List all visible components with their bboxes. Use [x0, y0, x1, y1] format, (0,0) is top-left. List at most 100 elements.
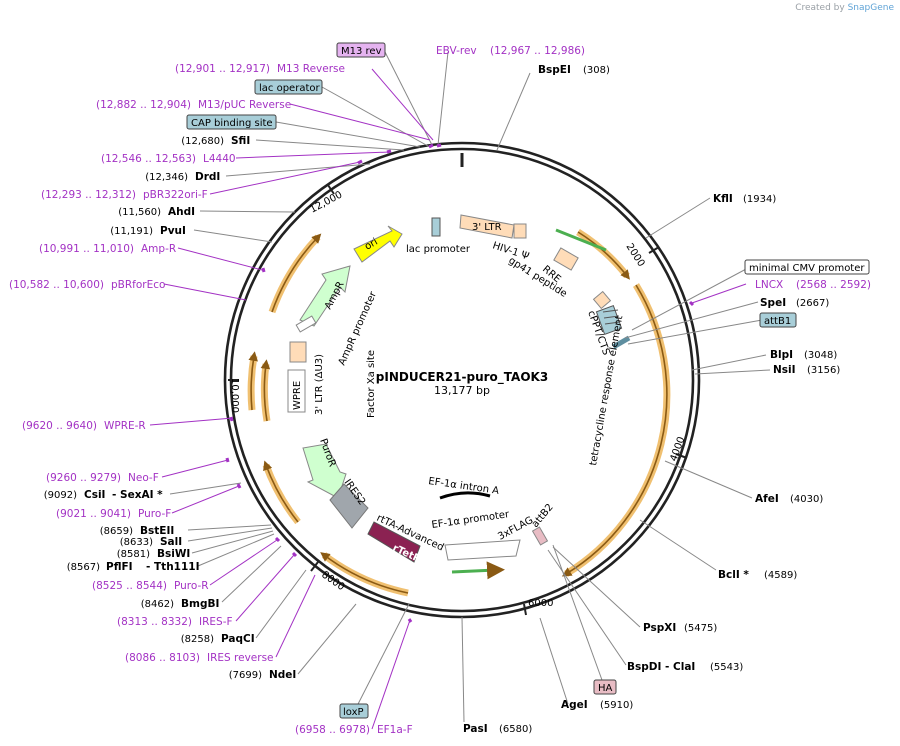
enzyme-bsteii[interactable]: BstEII	[140, 525, 174, 537]
enzyme-bmgbi[interactable]: BmgBI	[181, 598, 219, 610]
feature-green-arrow-top[interactable]	[555, 228, 607, 252]
enzyme-sali[interactable]: SalI	[160, 536, 182, 548]
feature-wpre-label: WPRE	[292, 381, 303, 410]
enzyme-bspdi[interactable]: BspDI	[627, 661, 661, 673]
primer-wpre-r-pos: (9620 .. 9640)	[22, 420, 97, 432]
box-ha[interactable]: HA	[593, 679, 617, 695]
enzyme-pflfi-pos: (8567)	[67, 562, 100, 573]
enzyme-sfii[interactable]: SfiI	[231, 135, 250, 147]
primer-ebv-rev-pos: (12,967 .. 12,986)	[490, 45, 585, 57]
box-cap-binding-site[interactable]: CAP binding site	[186, 114, 277, 130]
enzyme-bcli[interactable]: BclI *	[718, 569, 749, 581]
enzyme-bmgbi-pos: (8462)	[141, 599, 174, 610]
feature-attb2[interactable]: attB2	[530, 502, 556, 546]
feature-green-arrow-bottom[interactable]	[451, 561, 505, 580]
box-attb1-label: attB1	[764, 316, 791, 327]
primer-ires-f-pos: (8313 .. 8332)	[117, 616, 192, 628]
enzyme-bcli-pos: (4589)	[764, 570, 797, 581]
primer-m13-puc-pos: (12,882 .. 12,904)	[96, 99, 191, 111]
enzyme-pasi[interactable]: PasI	[463, 723, 488, 735]
enzyme-afei-pos: (4030)	[790, 494, 823, 505]
primer-neo-f[interactable]: Neo-F	[128, 472, 159, 484]
primer-ires-reverse-pos: (8086 .. 8103)	[125, 652, 200, 664]
plasmid-length: 13,177 bp	[434, 384, 490, 397]
enzyme-pflfi[interactable]: PflFI	[106, 561, 133, 573]
enzyme-bsiwi[interactable]: BsiWI	[157, 548, 190, 560]
feature-3ltr[interactable]: 3' LTR	[459, 214, 527, 239]
enzyme-tth111i[interactable]: - Tth111I	[146, 561, 200, 573]
enzyme-agei[interactable]: AgeI	[561, 699, 588, 711]
primer-m13-reverse[interactable]: M13 Reverse	[277, 63, 345, 75]
enzyme-spei[interactable]: SpeI	[760, 297, 786, 309]
primer-puro-f[interactable]: Puro-F	[138, 508, 171, 520]
primer-ires-f[interactable]: IRES-F	[199, 616, 233, 628]
box-m13-rev-label: M13 rev	[341, 46, 382, 57]
watermark-brand: SnapGene	[847, 3, 894, 13]
feature-lac-promoter-label: lac promoter	[406, 244, 471, 255]
box-lac-operator[interactable]: lac operator	[254, 79, 323, 95]
primer-ticks	[225, 143, 695, 623]
tick-marks	[228, 184, 688, 616]
enzyme-pspxi[interactable]: PspXI	[643, 622, 676, 634]
primer-ebv-rev[interactable]: EBV-rev	[436, 45, 477, 57]
primer-m13-puc[interactable]: M13/pUC Reverse	[198, 99, 291, 111]
feature-factor-xa-label: Factor Xa site	[366, 350, 377, 418]
enzyme-pspxi-pos: (5475)	[684, 623, 717, 634]
feature-ef1a-promoter-label: EF-1α promoter	[431, 509, 511, 531]
primer-pbrforeco[interactable]: pBRforEco	[111, 279, 165, 291]
feature-rre-box[interactable]	[553, 247, 579, 271]
enzyme-bspei-pos: (308)	[583, 65, 610, 76]
feature-ampr[interactable]: AmpR	[299, 265, 351, 327]
primer-puro-r[interactable]: Puro-R	[174, 580, 209, 592]
primer-ires-reverse[interactable]: IRES reverse	[207, 652, 274, 664]
box-loxp[interactable]: loxP	[339, 703, 369, 719]
enzyme-drdi[interactable]: DrdI	[195, 171, 220, 183]
feature-ef1a-intron[interactable]: EF-1α intron A	[428, 476, 500, 500]
primer-wpre-r[interactable]: WPRE-R	[104, 420, 146, 432]
feature-wpre[interactable]: WPRE	[287, 369, 306, 413]
feature-tre-stack[interactable]	[595, 305, 623, 335]
enzyme-bsiwi-pos: (8581)	[117, 549, 150, 560]
primer-lncx[interactable]: LNCX	[755, 279, 783, 291]
enzyme-bsteii-pos: (8659)	[100, 526, 133, 537]
primer-neo-f-pos: (9260 .. 9279)	[46, 472, 121, 484]
feature-rtetr[interactable]: rTetR	[367, 521, 423, 565]
enzyme-clai-pos: (5543)	[710, 662, 743, 673]
enzyme-nsii-pos: (3156)	[807, 365, 840, 376]
primer-labels: EBV-rev (12,967 .. 12,986) (12,901 .. 12…	[9, 45, 871, 736]
enzyme-ndei-pos: (7699)	[229, 670, 262, 681]
enzyme-sexai[interactable]: - SexAI *	[112, 489, 163, 501]
box-attb1[interactable]: attB1	[759, 312, 797, 328]
feature-attb1-bar[interactable]	[612, 335, 631, 350]
feature-lac-promoter[interactable]: lac promoter	[406, 217, 471, 255]
tick-6000: 6000	[528, 598, 553, 609]
feature-ori[interactable]: ori	[353, 225, 403, 263]
primer-leader-lines	[149, 68, 747, 730]
enzyme-blpi[interactable]: BlpI	[770, 349, 793, 361]
enzyme-ndei[interactable]: NdeI	[269, 669, 296, 681]
enzyme-bspei[interactable]: BspEI	[538, 64, 571, 76]
feature-ltr-delta-u3[interactable]: 3' LTR (ΔU3)	[289, 341, 325, 415]
enzyme-drdi-pos: (12,346)	[145, 172, 188, 183]
primer-amp-r[interactable]: Amp-R	[141, 243, 176, 255]
box-minimal-cmv[interactable]: minimal CMV promoter	[744, 259, 870, 275]
enzyme-paqci[interactable]: PaqCI	[221, 633, 255, 645]
plasmid-name: pINDUCER21-puro_TAOK3	[376, 370, 548, 385]
primer-pbr322ori-pos: (12,293 .. 12,312)	[41, 189, 136, 201]
enzyme-csii[interactable]: CsiI	[84, 489, 105, 501]
enzyme-nsii[interactable]: NsiI	[773, 364, 796, 376]
enzyme-clai[interactable]: - ClaI	[665, 661, 695, 673]
primer-pbr322ori[interactable]: pBR322ori-F	[143, 189, 208, 201]
feature-cppt-box[interactable]	[592, 290, 612, 310]
enzyme-ahdi[interactable]: AhdI	[168, 206, 195, 218]
enzyme-sali-pos: (8633)	[120, 537, 153, 548]
primer-l4440[interactable]: L4440	[203, 153, 236, 165]
orf-arcs	[247, 229, 671, 597]
feature-3ltr-label: 3' LTR	[472, 222, 502, 233]
primer-ef1a-f[interactable]: EF1a-F	[377, 724, 413, 736]
enzyme-afei[interactable]: AfeI	[755, 493, 779, 505]
enzyme-kfli[interactable]: KflI	[713, 193, 733, 205]
box-m13-rev[interactable]: M13 rev	[336, 42, 386, 58]
enzyme-pvui[interactable]: PvuI	[160, 225, 186, 237]
